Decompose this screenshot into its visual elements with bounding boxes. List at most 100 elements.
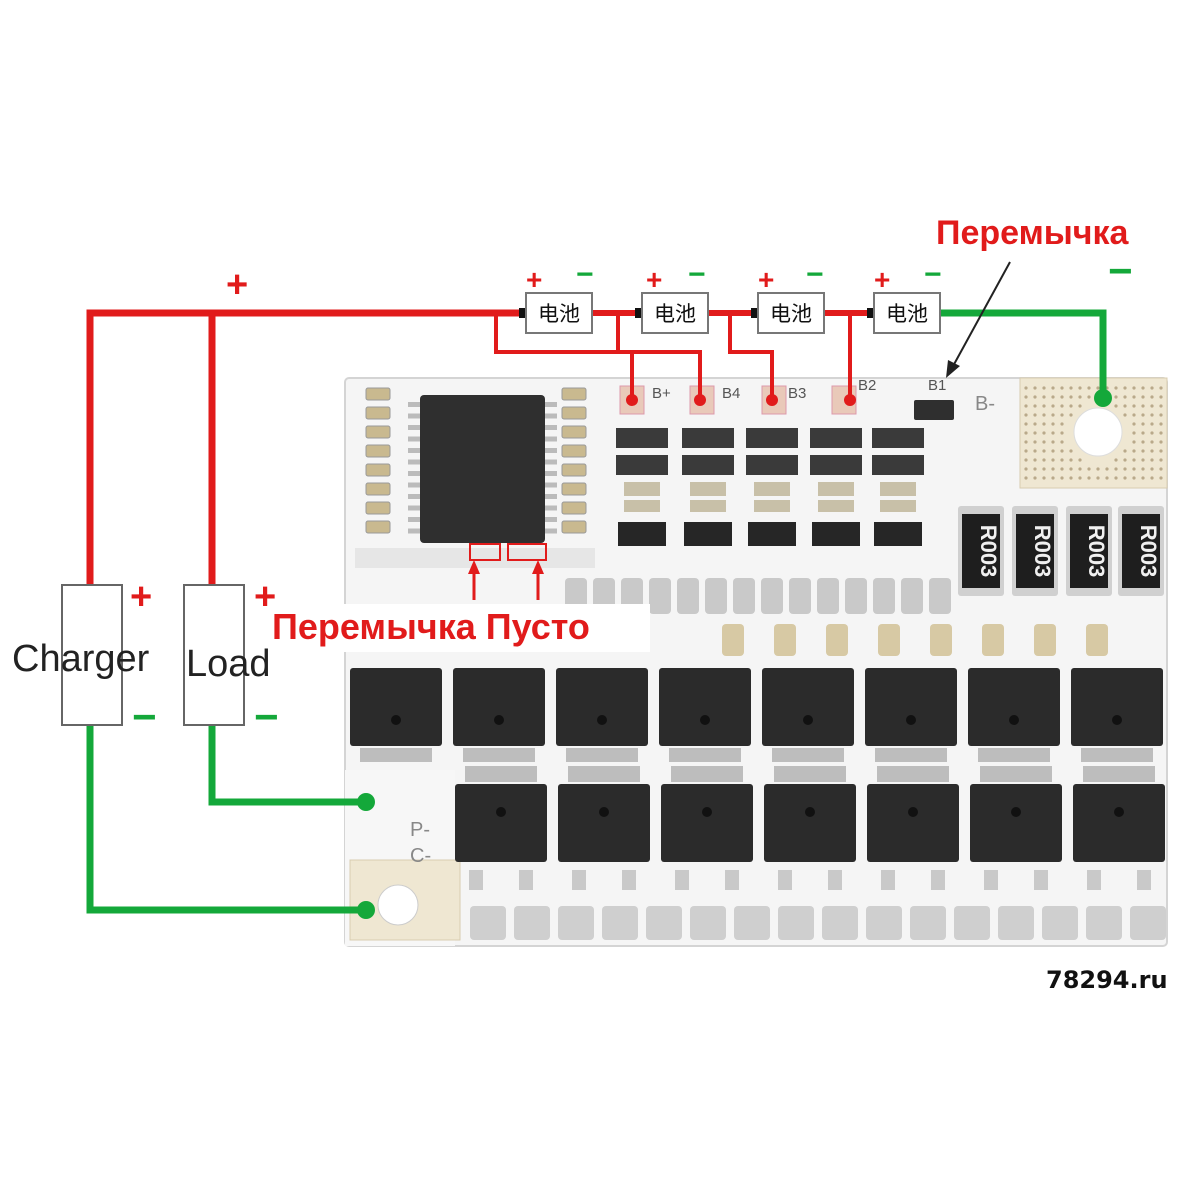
ic-pin (408, 494, 420, 499)
pad-label-b-plus: B+ (652, 385, 671, 402)
mosfet-marker (908, 807, 918, 817)
balance-resistor (810, 428, 862, 448)
mosfet-marker (391, 715, 401, 725)
ic-pin (545, 459, 557, 465)
smd-capacitor (561, 444, 587, 458)
mosfet-tab (978, 748, 1050, 762)
mosfet-lead (828, 870, 842, 890)
mosfet-lead (572, 870, 586, 890)
solder-pad (1086, 624, 1108, 656)
cell-2-plus: + (646, 264, 663, 295)
smd-component (880, 482, 916, 496)
smd-component (818, 500, 854, 512)
smd-capacitor (561, 387, 587, 401)
mosfet (453, 668, 545, 746)
mosfet-lead (675, 870, 689, 890)
cell-label: 电池 (654, 302, 696, 326)
mosfet-marker (599, 807, 609, 817)
mosfet-marker (805, 807, 815, 817)
smd-capacitor (365, 463, 391, 477)
mosfet-lead (1137, 870, 1151, 890)
smd-capacitor (561, 463, 587, 477)
mosfet (558, 784, 650, 862)
bus-minus-sign: − (1108, 247, 1133, 294)
mosfet-tab (465, 766, 537, 782)
ic-pin (408, 471, 420, 476)
mosfet-lead (519, 870, 533, 890)
ic-pin (408, 413, 420, 419)
mosfet-tab (875, 748, 947, 762)
bottom-solder-pad (470, 906, 506, 940)
mosfet-marker (803, 715, 813, 725)
ic-pin (545, 436, 557, 442)
smd-capacitor (561, 482, 587, 496)
balance-transistor (684, 522, 732, 546)
ic-pin (545, 528, 557, 534)
bottom-solder-pad (778, 906, 814, 940)
charger-positive-wire (86, 309, 524, 585)
mosfet (1073, 784, 1165, 862)
pad-label-c-minus: C- (410, 845, 431, 867)
mosfet-tab (669, 748, 741, 762)
balance-resistor (682, 455, 734, 475)
load-label: Load (186, 643, 271, 685)
bottom-solder-pad (646, 906, 682, 940)
ic-pin (408, 505, 420, 511)
empty-jumper-annotation: Перемычка Пусто (268, 604, 650, 652)
mosfet (659, 668, 751, 746)
b-minus-pad-dots (1024, 386, 1163, 480)
cell-1-plus: + (526, 264, 543, 295)
mosfet-lead (469, 870, 483, 890)
pad-label-b2: B2 (858, 377, 876, 394)
mosfet (1071, 668, 1163, 746)
bottom-solder-pad (910, 906, 946, 940)
ic-footer-strip (355, 548, 595, 568)
balance-transistor (748, 522, 796, 546)
battery-cell-2: 电池 (641, 292, 709, 334)
mosfet (970, 784, 1062, 862)
mosfet-marker (906, 715, 916, 725)
solder-pad (789, 578, 811, 614)
battery-cells: 电池 电池 电池 电池 (525, 292, 941, 334)
ic-pin (408, 425, 420, 430)
mosfet-marker (1114, 807, 1124, 817)
smd-component (754, 482, 790, 496)
solder-pad (774, 624, 796, 656)
jumper-annotation: Перемычка (936, 214, 1129, 252)
pad-label-b1: B1 (928, 377, 946, 394)
shunt-resistor-code: R003 (976, 525, 1001, 578)
smd-component (690, 482, 726, 496)
smd-component (880, 500, 916, 512)
ic-pin (545, 482, 557, 488)
cell-label: 电池 (538, 302, 580, 326)
solder-pad (878, 624, 900, 656)
smd-capacitor (365, 444, 391, 458)
solder-pad (722, 624, 744, 656)
ic-pin (408, 459, 420, 465)
solder-pad (901, 578, 923, 614)
smd-capacitor (561, 425, 587, 439)
mosfet (661, 784, 753, 862)
mosfet (968, 668, 1060, 746)
solder-pad (1034, 624, 1056, 656)
mosfet-marker (1009, 715, 1019, 725)
solder-pad (826, 624, 848, 656)
shunt-resistor-face (1070, 514, 1108, 588)
bottom-solder-pad (866, 906, 902, 940)
balance-transistor (874, 522, 922, 546)
mosfet-marker (702, 807, 712, 817)
balance-resistor (872, 428, 924, 448)
load-negative-wire (208, 725, 366, 806)
mosfet-lead (1087, 870, 1101, 890)
ic-pin (545, 494, 557, 499)
mosfet-array (350, 668, 1165, 890)
solder-pad (817, 578, 839, 614)
ic-pin (545, 413, 557, 419)
bottom-solder-pad (1042, 906, 1078, 940)
ic-pin (545, 448, 557, 453)
mosfet-tab (1081, 748, 1153, 762)
mosfet-lead (931, 870, 945, 890)
shunt-resistor-face (962, 514, 1000, 588)
mosfet-marker (700, 715, 710, 725)
